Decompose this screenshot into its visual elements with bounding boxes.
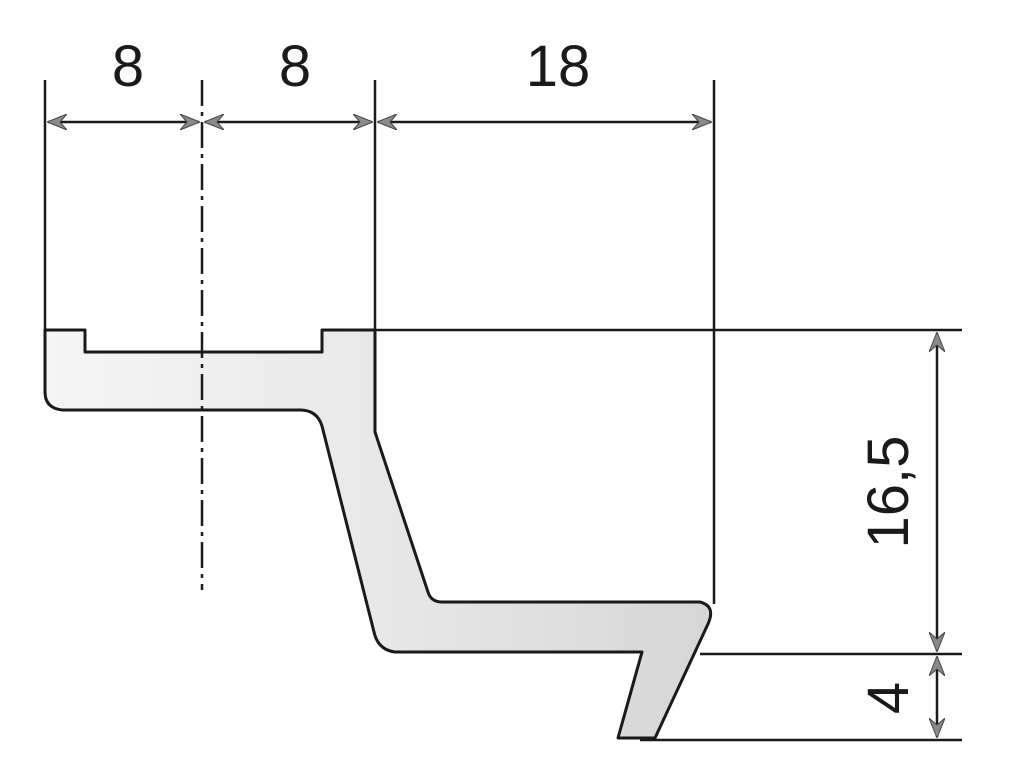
dimension-label-top-left: 8: [112, 34, 144, 99]
dimension-label-top-middle: 8: [279, 34, 311, 99]
profile-section: [43, 328, 713, 740]
dimension-label-top-right: 18: [526, 34, 591, 99]
dimension-label-right-upper: 16,5: [856, 436, 921, 549]
dimension-label-right-lower: 4: [856, 682, 921, 714]
